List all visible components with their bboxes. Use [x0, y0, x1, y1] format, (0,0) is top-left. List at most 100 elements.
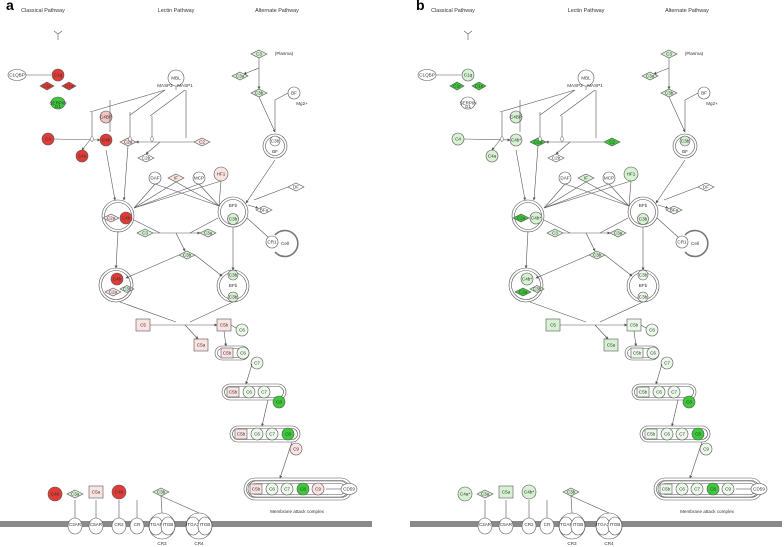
junction-2	[559, 135, 565, 143]
label-c5c_c3b: C3b	[533, 287, 542, 292]
label-cr4: CR4	[604, 541, 614, 546]
edge-bf	[684, 92, 699, 130]
edge-reg-alt-2	[608, 183, 630, 207]
node-c5c_c2a-diamond	[104, 287, 122, 297]
label-itgb: ITGB	[163, 522, 174, 527]
label-hf1: HF1	[627, 172, 636, 177]
header-classical: Classical Pathway	[431, 8, 475, 14]
complex-c5b678	[229, 425, 301, 443]
label-c3b_top: C3b	[255, 91, 264, 96]
node-b_c4b1-circle	[457, 486, 473, 502]
label-c8: C8	[686, 400, 692, 405]
node-c6-circle	[236, 346, 250, 360]
node-c3a_mid-diamond	[609, 228, 627, 238]
edge-c3bbf-to-alt	[655, 159, 686, 204]
edge-masp1-c2	[559, 89, 596, 117]
node-c3a_mid-diamond	[199, 228, 217, 238]
label-masp2: MASP2	[157, 83, 173, 88]
label-c4a: C4a	[488, 154, 497, 159]
label-c7: C7	[671, 390, 677, 395]
label-plasma: (Plasma)	[275, 51, 294, 56]
node-c7-circle	[660, 356, 674, 370]
node-c5c_c4b-circle	[110, 272, 124, 286]
edge-c3b-cr4	[160, 495, 200, 514]
label-c3a_mid: C3a	[204, 231, 213, 236]
label-cd59: CD59	[753, 487, 765, 492]
node-c3b_alt-circle	[637, 213, 649, 225]
label-b_c3a: C3a	[71, 492, 80, 497]
label-c2a: C2a	[124, 140, 133, 145]
complex-c3bbf-top	[262, 133, 288, 159]
label-c5b: C5b	[639, 390, 648, 395]
label-c3b_alt: C3b	[639, 217, 648, 222]
node-c7-circle	[675, 427, 689, 441]
node-c6-circle	[235, 323, 249, 337]
node-c8-circle	[691, 427, 705, 441]
node-c6-circle	[675, 482, 689, 496]
label-conv_c4b: C4b*	[531, 216, 541, 221]
label-c5ar: C5AR	[500, 522, 513, 527]
edge-df	[253, 186, 289, 201]
node-bfa-diamond	[665, 205, 683, 215]
label-c3b_bf2: BF	[682, 149, 688, 154]
cell-membrane-arc	[684, 229, 709, 258]
header-lectin: Lectin Pathway	[568, 8, 605, 14]
label-c7: C7	[269, 432, 275, 437]
label-alt5_bfb: BFb	[229, 283, 238, 288]
node-c6-circle	[660, 427, 674, 441]
label-c3a_mid: C3a	[614, 231, 623, 236]
node-c5c_c3b-diamond	[529, 285, 545, 293]
node-c4bp-circle	[99, 110, 113, 124]
label-c9: C9	[725, 487, 731, 492]
edge-c5b678-mac	[279, 441, 293, 479]
node-c5b-rect	[220, 347, 234, 359]
label-mbl: MBL	[171, 76, 181, 81]
node-b_c5a-rect	[498, 485, 514, 499]
label-c3a_top: C3a	[236, 74, 245, 79]
edge-c5b6	[633, 330, 638, 347]
node-df-diamond	[287, 182, 305, 192]
node-c3b_alt-circle	[227, 213, 239, 225]
edge-reg-classical-1	[133, 181, 177, 209]
label-c3_top: C3	[256, 52, 262, 57]
label-cd59: CD59	[343, 487, 355, 492]
label-itgax: ITGAX	[186, 522, 200, 527]
node-b_c4b2-circle	[111, 484, 127, 500]
node-c2b-diamond	[547, 153, 565, 163]
label-c6: C6	[656, 390, 662, 395]
label-conv_c4b: C4b	[122, 216, 131, 221]
node-c2-diamond	[193, 137, 211, 147]
label-cr1: CR1	[267, 240, 277, 245]
label-c7: C7	[254, 361, 260, 366]
edge-reg-alt-3	[218, 180, 222, 207]
header-lectin: Lectin Pathway	[158, 8, 195, 14]
label-mcp: MCP	[194, 176, 204, 181]
label-b_c3a: C3a	[481, 492, 490, 497]
node-c6-circle	[646, 346, 660, 360]
label-c2: C2	[199, 140, 205, 145]
edge-reg-alt-1	[585, 181, 630, 207]
node-c3_mid-diamond	[546, 228, 564, 238]
node-c1q-circle	[51, 68, 65, 82]
node-c8-circle	[682, 395, 696, 409]
label-g1: G1	[465, 104, 472, 109]
edge-reg-alt-0	[564, 183, 630, 207]
label-c4: C4	[45, 137, 51, 142]
node-c9-circle	[699, 442, 713, 456]
edge-c5b-c6	[230, 324, 237, 329]
label-c5b: C5b	[630, 323, 639, 328]
label-b_c4b2: C4b*	[524, 490, 534, 495]
label-c6: C6	[650, 351, 656, 356]
label-c1qbp: C1QBP	[9, 73, 25, 78]
label-c3a_top: C3a	[646, 74, 655, 79]
label-alt5_c3b1: C3b	[229, 273, 238, 278]
edge-c3b-cr3	[570, 495, 573, 514]
label-alt5_c3b2: C3b	[639, 295, 648, 300]
label-b_c4b1: C4b	[51, 492, 60, 497]
edge-c3mid-c3b	[585, 232, 596, 252]
node-cr1-circle	[675, 235, 689, 249]
label-c9: C9	[293, 447, 299, 452]
label-c6: C6	[240, 351, 246, 356]
node-c1s-diamond	[61, 81, 77, 91]
